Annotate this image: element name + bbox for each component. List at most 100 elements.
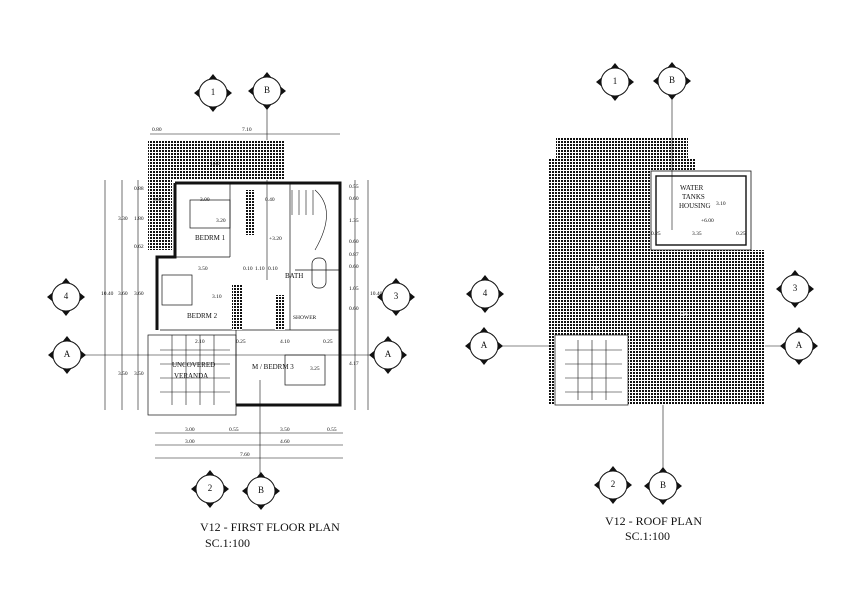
dim-right: 0.60 — [349, 239, 359, 245]
dim-right: 0.60 — [349, 196, 359, 202]
grid-marker-a-left: A — [47, 335, 87, 375]
tank-label-line: WATER — [680, 184, 704, 192]
svg-text:B: B — [669, 75, 675, 85]
svg-text:2: 2 — [208, 483, 213, 493]
dim-right: 0.87 — [349, 252, 359, 258]
grid-marker-3: 3 — [376, 277, 416, 317]
dim-interior: 0.10 — [243, 266, 253, 272]
room-label-bedrm1: BEDRM 1 — [195, 234, 226, 242]
dim-bottom: 0.55 — [229, 427, 239, 433]
dim-interior: 1.80 — [210, 161, 220, 167]
dim-interior: 3.50 — [198, 266, 208, 272]
tank-dim: 3.35 — [692, 231, 702, 237]
dim-interior: 3.00 — [200, 197, 210, 203]
water-tank-housing — [650, 170, 752, 251]
dim-left: 0.62 — [134, 244, 144, 250]
tank-dim: 0.25 — [736, 231, 746, 237]
dim-interior: 0.80 — [153, 197, 163, 203]
grid-marker-2: 2 — [190, 469, 230, 509]
roof-hatch — [548, 138, 765, 405]
svg-text:A: A — [385, 349, 392, 359]
room-label-bedrm2: BEDRM 2 — [187, 312, 218, 320]
first-floor-scale: SC.1:100 — [205, 536, 250, 550]
roof-grid-marker-a-right: A — [779, 326, 819, 366]
dim-interior: 1.10 — [255, 266, 265, 272]
dim-interior: 0.25 — [236, 339, 246, 345]
bed-3 — [284, 354, 326, 386]
svg-text:4: 4 — [483, 288, 488, 298]
grid-marker-b-bottom: B — [241, 471, 281, 511]
dim-interior: 2.10 — [195, 339, 205, 345]
slope-label: DN — [592, 266, 600, 272]
dim-left: 10.40 — [101, 291, 114, 297]
staircase — [291, 189, 327, 251]
roof-plan: WATER TANKS HOUSING +6.00 3.35 3.10 0.25… — [464, 61, 819, 543]
dim-right: 0.60 — [349, 306, 359, 312]
dim-right: 4.17 — [349, 361, 359, 367]
dim-right: 10.40 — [370, 291, 383, 297]
wardrobe-3 — [275, 295, 285, 330]
svg-text:4: 4 — [64, 291, 69, 301]
svg-text:B: B — [660, 480, 666, 490]
dim-bottom: 3.00 — [185, 427, 195, 433]
svg-text:2: 2 — [611, 479, 616, 489]
water-tank-inner — [655, 175, 747, 246]
dim-bottom: 7.60 — [240, 452, 250, 458]
tank-label-line: TANKS — [682, 193, 705, 201]
bed-1 — [189, 199, 231, 229]
dim-interior: 3.10 — [212, 294, 222, 300]
svg-text:A: A — [481, 340, 488, 350]
wardrobe-1 — [245, 190, 255, 235]
room-label-mbedrm3: M / BEDRM 3 — [252, 363, 294, 371]
first-floor-title: V12 - FIRST FLOOR PLAN — [200, 520, 340, 534]
svg-text:3: 3 — [793, 283, 798, 293]
dim-bottom: 4.60 — [280, 439, 290, 445]
dim-interior: 0.25 — [323, 339, 333, 345]
dim-right: 1.35 — [349, 218, 359, 224]
bathtub — [311, 257, 327, 289]
dim-bottom: 3.00 — [185, 439, 195, 445]
roof-grid-marker-b-bottom: B — [643, 466, 683, 506]
tank-label-line: HOUSING — [679, 202, 711, 210]
room-label-veranda-1: UNCOVERED — [172, 361, 215, 369]
dim-interior: 3.20 — [216, 218, 226, 224]
grid-marker-b: B — [247, 71, 287, 111]
room-label-veranda-2: VERANDA — [174, 372, 208, 380]
tank-dim: 3.10 — [716, 201, 726, 207]
dim-interior: 3.25 — [310, 366, 320, 372]
grid-marker-a-right: A — [368, 335, 408, 375]
dim-left: 3.30 — [118, 216, 128, 222]
svg-text:B: B — [264, 85, 270, 95]
dim-interior: 4.10 — [280, 339, 290, 345]
tank-level: +6.00 — [701, 218, 714, 224]
svg-text:A: A — [796, 340, 803, 350]
dim-left: 3.60 — [118, 291, 128, 297]
dim-interior: 0.40 — [265, 197, 275, 203]
room-label-bath: BATH — [285, 272, 303, 280]
dim-left: 3.50 — [118, 371, 128, 377]
dim-top-0: 0.80 — [152, 127, 162, 133]
roof-grid-marker-3: 3 — [775, 269, 815, 309]
roof-grid-marker-b: B — [652, 61, 692, 101]
dim-interior: 0.10 — [268, 266, 278, 272]
dim-top-1: 7.10 — [242, 127, 252, 133]
roof-grid-marker-1: 1 — [595, 62, 635, 102]
dim-bottom: 3.50 — [280, 427, 290, 433]
svg-text:B: B — [258, 485, 264, 495]
dim-left: 3.50 — [134, 371, 144, 377]
tank-dim: 0.25 — [651, 231, 661, 237]
dim-right: 1.05 — [349, 286, 359, 292]
roof-overhang-hatch — [148, 140, 285, 250]
roof-grid-marker-4: 4 — [465, 274, 505, 314]
room-label-shower: SHOWER — [293, 315, 317, 321]
dim-left: 0.88 — [134, 186, 144, 192]
svg-text:1: 1 — [211, 87, 216, 97]
roof-veranda-tiles — [565, 340, 622, 400]
dim-right: 0.60 — [349, 264, 359, 270]
roof-grid-marker-a-left: A — [464, 326, 504, 366]
roof-scale: SC.1:100 — [625, 529, 670, 543]
grid-marker-1: 1 — [193, 73, 233, 113]
bed-2 — [161, 274, 193, 306]
roof-grid-marker-2: 2 — [593, 465, 633, 505]
